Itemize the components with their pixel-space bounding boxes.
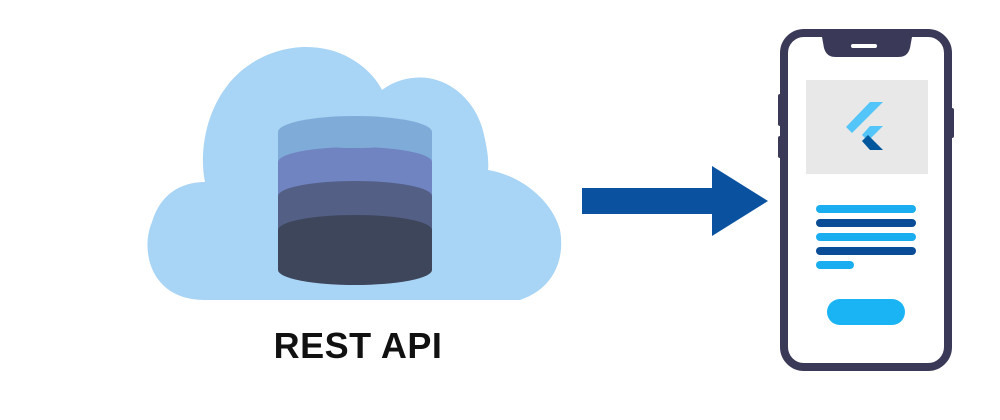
phone-banner [806, 80, 928, 174]
text-lines [816, 205, 916, 269]
database-icon [278, 116, 432, 285]
flutter-logo-top [846, 102, 883, 133]
flutter-logo-icon [846, 102, 883, 150]
phone-side-button-right [949, 108, 954, 138]
content-line [816, 247, 916, 255]
phone-frame [780, 29, 952, 371]
diagram-label: REST API [273, 325, 443, 366]
content-line [816, 233, 916, 241]
database-top [278, 116, 432, 148]
content-line [816, 261, 854, 269]
database-layer-2-curve [278, 181, 432, 211]
phone-speaker [851, 44, 877, 48]
phone-side-button-left [778, 94, 783, 126]
database-layer-3-curve [278, 215, 432, 245]
arrow-right-icon [582, 166, 768, 236]
phone-side-button-left-2 [778, 136, 783, 158]
content-line [816, 219, 916, 227]
database-bottom [278, 255, 432, 285]
arrow-shape [582, 166, 768, 236]
smartphone-icon [778, 29, 954, 371]
flutter-logo-bottom [862, 135, 883, 150]
database-layer-1-curve [278, 147, 432, 177]
content-line [816, 205, 916, 213]
phone-action-button [827, 299, 905, 325]
